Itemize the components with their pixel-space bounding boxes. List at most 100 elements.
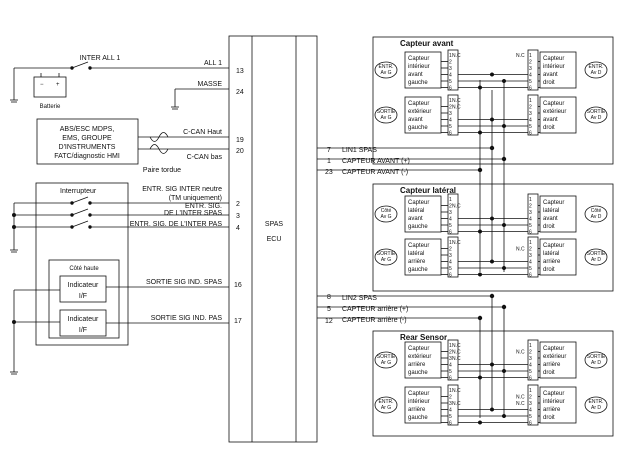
sensor-rear-3-badge: [584, 396, 608, 414]
sensor-rear-0-nc-1: N.C: [452, 343, 461, 349]
svg-text:−: −: [40, 82, 44, 88]
wire-masse-label: MASSE: [197, 81, 222, 88]
sensor-side-2-pin-6: 6: [449, 273, 452, 279]
sensor-rear-1-badge-line1: SORTIE: [587, 354, 606, 360]
sensor-side-0-label-2: avant: [408, 216, 423, 222]
sensor-front-2-badge: [374, 106, 398, 124]
sensor-front-2-badge-line2: Av G: [380, 115, 391, 121]
sensor-rear-0-pin-6: 6: [449, 376, 452, 382]
sensor-front-2-connector: [447, 94, 459, 136]
switch-label-all1: INTER ALL 1: [80, 55, 121, 62]
sensor-side-3-box: [539, 238, 577, 276]
switch-box: [35, 182, 129, 346]
sensor-rear-1-badge-line2: Ar D: [591, 360, 601, 366]
sensor-rear-0-nc-3: N.C: [452, 356, 461, 362]
sensor-rear-1-label-0: Capteur: [543, 346, 564, 352]
indicator-spas: [59, 275, 107, 303]
sensor-side-3-nc-2: N.C: [516, 247, 525, 253]
sensor-side-1-label-2: avant: [543, 216, 558, 222]
sensor-side-2-pin-4: 4: [449, 260, 452, 266]
sensor-rear-1-label-3: droit: [543, 370, 555, 376]
sensor-rear-0-badge-line1: SORTIE: [377, 354, 396, 360]
pin-7: 7: [327, 147, 331, 154]
wire-all1-label: ALL 1: [204, 60, 222, 67]
sensor-side-2-badge: [374, 248, 398, 266]
sensor-rear-0-box: [404, 341, 442, 379]
sensor-side-0-label-3: gauche: [408, 224, 428, 230]
sensor-side-2-badge-line1: SORTIE: [377, 251, 396, 257]
indicator-pas-label: Indicateur: [68, 316, 99, 323]
indicator-spas-label: Indicateur: [68, 282, 99, 289]
sensor-rear-2-pin-3: 3: [449, 401, 452, 407]
section-rear-title: Rear Sensor: [400, 333, 447, 342]
sensor-front-3-badge-line1: SORTIE: [587, 109, 606, 115]
sensor-front-3-pin-5: 5: [529, 124, 532, 130]
sensor-side-0-label-0: Capteur: [408, 200, 429, 206]
sensor-rear-3-connector: [527, 384, 539, 426]
sensor-front-1-label-2: avant: [543, 72, 558, 78]
sensor-side-0-pin-3: 3: [449, 210, 452, 216]
pin-20: 20: [236, 148, 244, 155]
sensor-front-3-pin-6: 6: [529, 131, 532, 137]
sensor-side-3-label-1: latéral: [543, 251, 559, 257]
indicator-pas-sub: I/F: [79, 327, 87, 334]
sensor-side-3-pin-3: 3: [529, 253, 532, 259]
sensor-side-1-label-0: Capteur: [543, 200, 564, 206]
sensor-side-3-badge-line2: Ar D: [591, 257, 601, 263]
sensor-front-0-pin-2: 2: [449, 60, 452, 66]
sensor-rear-3-pin-5: 5: [529, 414, 532, 420]
sensor-side-0-badge-line1: Côté: [381, 208, 392, 214]
wire-ccan-high-label: C-CAN Haut: [183, 129, 222, 136]
section-side-frame: [372, 183, 614, 292]
sensor-side-3-junction-6: [478, 272, 482, 277]
sensor-rear-3-badge-line1: ENTR.: [589, 399, 604, 405]
sensor-front-1-label-1: intérieur: [543, 64, 565, 70]
sensor-side-1-pin-1: 1: [529, 197, 532, 203]
sensor-front-0-label-3: gauche: [408, 80, 428, 86]
sensor-front-1-junction-6: [478, 85, 482, 90]
sensor-rear-3-label-2: arrière: [543, 407, 561, 413]
sensor-front-0-badge: [374, 61, 398, 79]
pin-8: 8: [327, 294, 331, 301]
sensor-front-0-badge-line2: Av G: [380, 70, 391, 76]
sensor-front-1-pin-4: 4: [529, 73, 532, 79]
sensor-rear-1-label-2: arrière: [543, 362, 561, 368]
sensor-front-2-pin-1: 1: [449, 98, 452, 104]
wire-sortie-pas-label: SORTIE SIG IND. PAS: [151, 315, 223, 322]
sensor-rear-1-junction-5: [502, 369, 506, 373]
sensor-rear-2-pin-2: 2: [449, 395, 452, 401]
sensor-front-3-pin-2: 2: [529, 105, 532, 111]
sensor-front-0-badge-line1: ENTR.: [379, 64, 394, 70]
sensor-rear-3-label-0: Capteur: [543, 391, 564, 397]
battery: [33, 76, 67, 98]
sensor-rear-2-connector: [447, 384, 459, 426]
ecu-label-spas: SPAS: [265, 221, 283, 228]
sensor-rear-3-nc-2: N.C: [516, 395, 525, 401]
battery-label: Batterie: [40, 104, 61, 110]
sensor-front-1-pin-3: 3: [529, 66, 532, 72]
sensor-rear-3-label-1: intérieur: [543, 399, 565, 405]
sensor-rear-1-pin-3: 3: [529, 356, 532, 362]
sensor-rear-0-nc-2: N.C: [452, 350, 461, 356]
pin-23: 23: [325, 169, 333, 176]
pin-19: 19: [236, 137, 244, 144]
sensor-front-3-label-2: avant: [543, 117, 558, 123]
sensor-rear-3-junction-5: [502, 414, 506, 418]
sensor-front-3-label-0: Capteur: [543, 101, 564, 107]
sensor-side-1-connector: [527, 193, 539, 235]
twisted-pair-label: Paire tordue: [143, 167, 181, 174]
sensor-front-1-badge: [584, 61, 608, 79]
modules-line2: EMS, GROUPE: [62, 135, 112, 142]
sensor-side-2-label-2: arrière: [408, 259, 426, 265]
wire-avant-minus-label: CAPTEUR AVANT (-): [342, 169, 408, 176]
sensor-front-2-box: [404, 96, 442, 134]
sensor-rear-2-label-2: arrière: [408, 407, 426, 413]
sensor-rear-1-label-1: extérieur: [543, 354, 566, 360]
sensor-side-3-pin-5: 5: [529, 266, 532, 272]
spas-ecu-box: [228, 35, 318, 443]
sensor-rear-1-pin-5: 5: [529, 369, 532, 375]
sensor-side-1-box: [539, 195, 577, 233]
sensor-front-1-junction-5: [502, 79, 506, 83]
